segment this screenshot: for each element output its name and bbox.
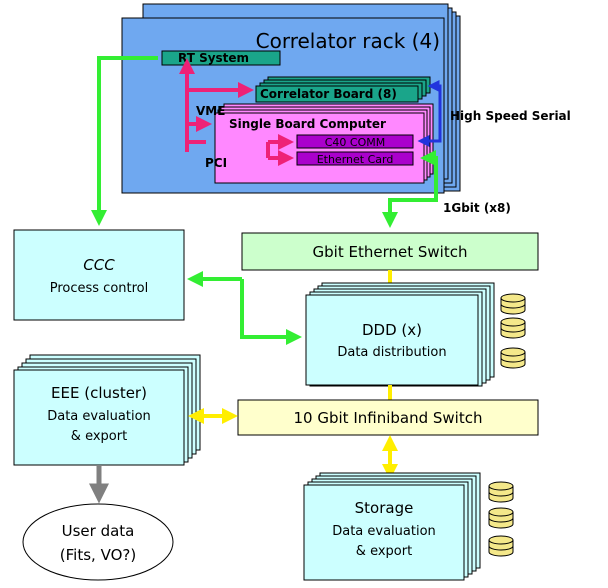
gbit-ethernet-switch (241, 232, 539, 271)
storage-disk-icons (488, 481, 514, 557)
infiniband-switch (237, 399, 539, 436)
user-data-ellipse (22, 503, 174, 581)
c40-comm-box (296, 134, 414, 149)
high-speed-serial-label: High Speed Serial (450, 109, 571, 123)
disk-icon (500, 293, 526, 315)
ccc-box (13, 229, 185, 321)
ddd-name: DDD (x) (362, 321, 422, 339)
sbc-label: Single Board Computer (229, 117, 386, 131)
user-data-line1: User data (62, 522, 135, 540)
eee-box (13, 369, 185, 466)
high-speed-serial-link (417, 80, 442, 147)
eee-name: EEE (cluster) (51, 384, 147, 402)
disk-icon (488, 507, 514, 529)
storage-stack (303, 472, 481, 581)
correlator-board-box (255, 85, 419, 103)
ethernet-card-label: Ethernet Card (317, 153, 394, 166)
storage-line3: & export (356, 544, 412, 559)
storage-box (303, 484, 465, 581)
disk-icon (500, 317, 526, 339)
gbit-switch-label: Gbit Ethernet Switch (313, 243, 468, 261)
gbit-uplink (382, 150, 438, 228)
eee-line2: Data evaluation (47, 409, 151, 424)
ccc-name: CCC (83, 256, 115, 274)
disk-icon (500, 347, 526, 369)
link-1gbit-label: 1Gbit (x8) (443, 201, 511, 215)
disk-icon (488, 535, 514, 557)
ddd-stack (305, 282, 495, 387)
ccc-ddd-link (187, 271, 302, 345)
ddd-disk-icons (500, 293, 526, 369)
user-data-line2: (Fits, VO?) (60, 546, 136, 564)
eee-line3: & export (71, 429, 127, 444)
ethernet-card-box (296, 151, 414, 166)
infiniband-switch-label: 10 Gbit Infiniband Switch (294, 409, 483, 427)
c40-comm-label: C40 COMM (325, 136, 386, 149)
storage-name: Storage (355, 499, 414, 517)
pci-label: PCI (205, 156, 227, 170)
ddd-desc: Data distribution (337, 345, 446, 360)
vme-label: VME (196, 104, 225, 118)
eee-stack (13, 354, 201, 466)
storage-line2: Data evaluation (332, 524, 436, 539)
correlator-rack-title: Correlator rack (4) (256, 29, 440, 53)
correlator-board-label: Correlator Board (8) (260, 87, 397, 101)
rt-system-label: RT System (178, 51, 249, 65)
vme-pci-bus (185, 68, 294, 166)
rt-ccc-link (91, 56, 158, 226)
correlator-board-stack (255, 76, 431, 103)
disk-icon (488, 481, 514, 503)
ddd-box (305, 294, 479, 386)
ccc-desc: Process control (50, 281, 149, 296)
